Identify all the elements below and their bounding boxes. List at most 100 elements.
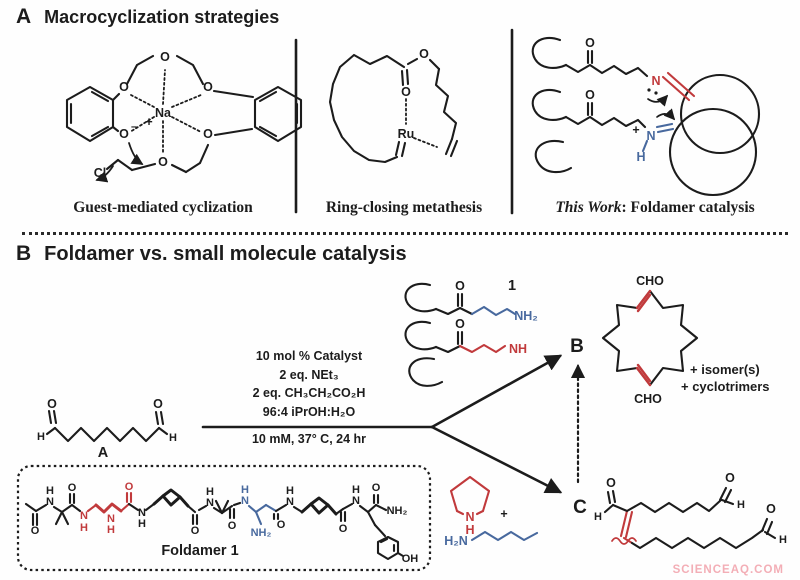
atom-h: H — [737, 499, 745, 511]
atom-o-minus: O — [119, 127, 129, 141]
small-molecule-catalysts: N H + H₂N — [444, 475, 539, 548]
condition-line: 2 eq. NEt₃ — [279, 367, 339, 382]
caption-rcm: Ring-closing metathesis — [325, 199, 483, 216]
atom-h: H — [241, 484, 249, 496]
atom-h: H — [46, 485, 54, 497]
caption-this-work: This Work: Foldamer catalysis — [555, 199, 755, 216]
atom-o: O — [401, 85, 411, 99]
product-c-trialdehyde: O H O H O H — [594, 471, 787, 550]
atom-o: O — [419, 47, 429, 61]
atom-h: H — [779, 534, 787, 546]
atom-n: N — [138, 507, 146, 519]
cho-group: CHO — [634, 392, 662, 406]
atom-o: O — [47, 397, 57, 411]
cho-group: CHO — [636, 274, 664, 288]
plus-charge: + — [632, 123, 639, 137]
condition-line: 2 eq. CH₃CH₂CO₂H — [252, 386, 366, 401]
atom-n: N — [286, 496, 294, 508]
product-b-note-cyclotrimers: + cyclotrimers — [681, 379, 770, 394]
atom-h: H — [286, 485, 294, 497]
atom-o: O — [277, 519, 286, 531]
atom-n: N — [107, 513, 115, 525]
reaction-conditions: 10 mol % Catalyst 2 eq. NEt₃ 2 eq. CH₃CH… — [197, 347, 421, 421]
amine-h2n: H₂N — [444, 534, 468, 548]
atom-n: N — [465, 510, 474, 524]
atom-n-enamine: N — [651, 74, 660, 88]
atom-h: H — [636, 150, 645, 164]
atom-n: N — [80, 510, 88, 522]
catalyst-1-cartoon: O O NH₂ NH 1 — [404, 278, 538, 387]
catalyst-label: 1 — [508, 278, 516, 294]
atom-o: O — [585, 36, 595, 50]
panel-b-label: B — [16, 242, 32, 265]
condition-line: 10 mol % Catalyst — [255, 349, 363, 363]
plus-sign: + — [500, 507, 507, 521]
atom-o: O — [203, 127, 213, 141]
substrate-label: A — [98, 445, 109, 461]
atom-o: O — [339, 523, 348, 535]
atom-o: O — [119, 80, 129, 94]
atom-o: O — [766, 502, 776, 516]
atom-h: H — [169, 432, 177, 444]
foldamer-cartoon-mechanism: O O N N + H — [531, 36, 761, 197]
rcm-structure: O O Ru — [328, 47, 459, 164]
atom-o: O — [725, 471, 735, 485]
atom-o: O — [585, 88, 595, 102]
path-c-label: C — [573, 497, 587, 518]
panel-a-label: A — [16, 5, 32, 28]
atom-n: N — [206, 497, 214, 509]
panel-separator — [22, 232, 788, 235]
atom-h: H — [352, 484, 360, 496]
path-b-label: B — [570, 336, 584, 357]
panel-a-header: A Macrocyclization strategies — [16, 5, 279, 29]
minus-charge: – — [131, 121, 137, 133]
atom-h: H — [206, 486, 214, 498]
atom-h: H — [37, 431, 45, 443]
atom-n: N — [241, 495, 249, 507]
atom-o: O — [372, 482, 381, 494]
crown-ether-structure: O O O O – O O Na + Cl — [65, 50, 303, 183]
atom-ru: Ru — [398, 127, 415, 141]
amine-nh2: NH₂ — [251, 527, 272, 539]
atom-n: N — [352, 495, 360, 507]
watermark: SCIENCEAQ.COM — [672, 564, 784, 576]
atom-o: O — [31, 525, 40, 537]
atom-n: N — [46, 496, 54, 508]
atom-h: H — [107, 524, 115, 536]
atom-o: O — [606, 476, 616, 490]
substrate-dialdehyde: O O H H A — [37, 397, 177, 461]
atom-o: O — [228, 520, 237, 532]
product-b-note-isomers: + isomer(s) — [690, 362, 760, 377]
product-b-macrocycle: CHO CHO + isomer(s) + cyclotrimers — [601, 274, 770, 406]
reaction-conditions-below: 10 mM, 37° C, 24 hr — [251, 432, 367, 446]
atom-o: O — [203, 80, 213, 94]
atom-na: Na — [155, 106, 172, 120]
amine-nh2: NH₂ — [514, 309, 538, 323]
amide-nh2: NH₂ — [387, 505, 408, 517]
foldamer-label: Foldamer 1 — [161, 543, 238, 559]
amine-nh: NH — [509, 342, 527, 356]
atom-o: O — [160, 50, 170, 64]
atom-h: H — [465, 523, 474, 537]
panel-a-title: Macrocyclization strategies — [44, 7, 280, 27]
atom-o: O — [153, 397, 163, 411]
condition-line: 96:4 iPrOH:H₂O — [262, 404, 356, 419]
reaction-arrows: B C — [201, 336, 587, 518]
foldamer-1-box: O N H O N H N H O N H O N H O N H NH₂ O … — [16, 464, 432, 572]
caption-guest-mediated: Guest-mediated cyclization — [73, 199, 253, 216]
phenol-oh: OH — [402, 553, 419, 565]
atom-h: H — [138, 518, 146, 530]
atom-cl: Cl — [94, 166, 107, 180]
atom-o: O — [455, 317, 465, 331]
atom-h: H — [80, 522, 88, 534]
panel-b-title: Foldamer vs. small molecule catalysis — [44, 243, 407, 265]
panel-a-dividers — [294, 28, 514, 215]
atom-n-iminium: N — [646, 129, 655, 143]
atom-o: O — [191, 525, 200, 537]
atom-o: O — [158, 155, 168, 169]
atom-h: H — [594, 511, 602, 523]
plus-charge: + — [145, 115, 152, 129]
atom-o: O — [68, 482, 77, 494]
